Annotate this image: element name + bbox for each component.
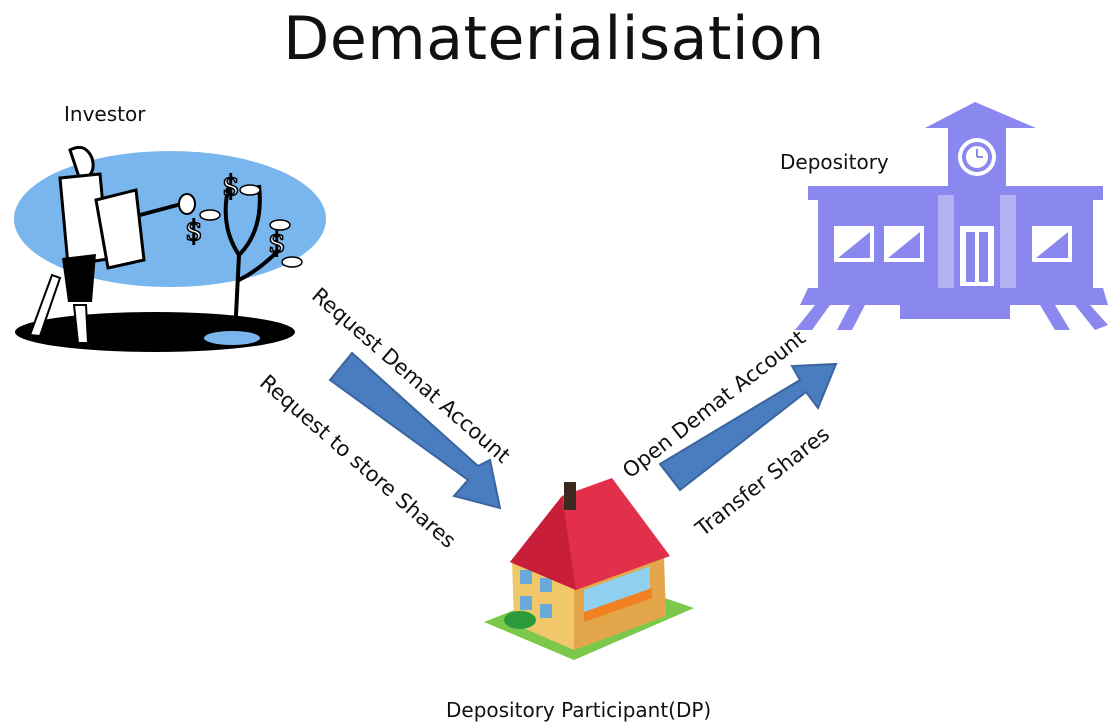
investor-illustration: $ $ $: [14, 145, 326, 352]
svg-text:$: $: [222, 169, 240, 202]
depository-label: Depository: [780, 150, 889, 174]
svg-text:$: $: [268, 226, 286, 259]
svg-text:$: $: [185, 214, 203, 247]
depository-building: [795, 102, 1108, 330]
arrow-investor-to-dp: [328, 351, 502, 510]
investor-label: Investor: [64, 102, 146, 126]
arrow-dp-to-depository: [658, 362, 838, 492]
diagram-title: Dematerialisation: [283, 4, 825, 74]
dp-label: Depository Participant(DP): [446, 698, 712, 722]
dp-house: [484, 478, 694, 660]
